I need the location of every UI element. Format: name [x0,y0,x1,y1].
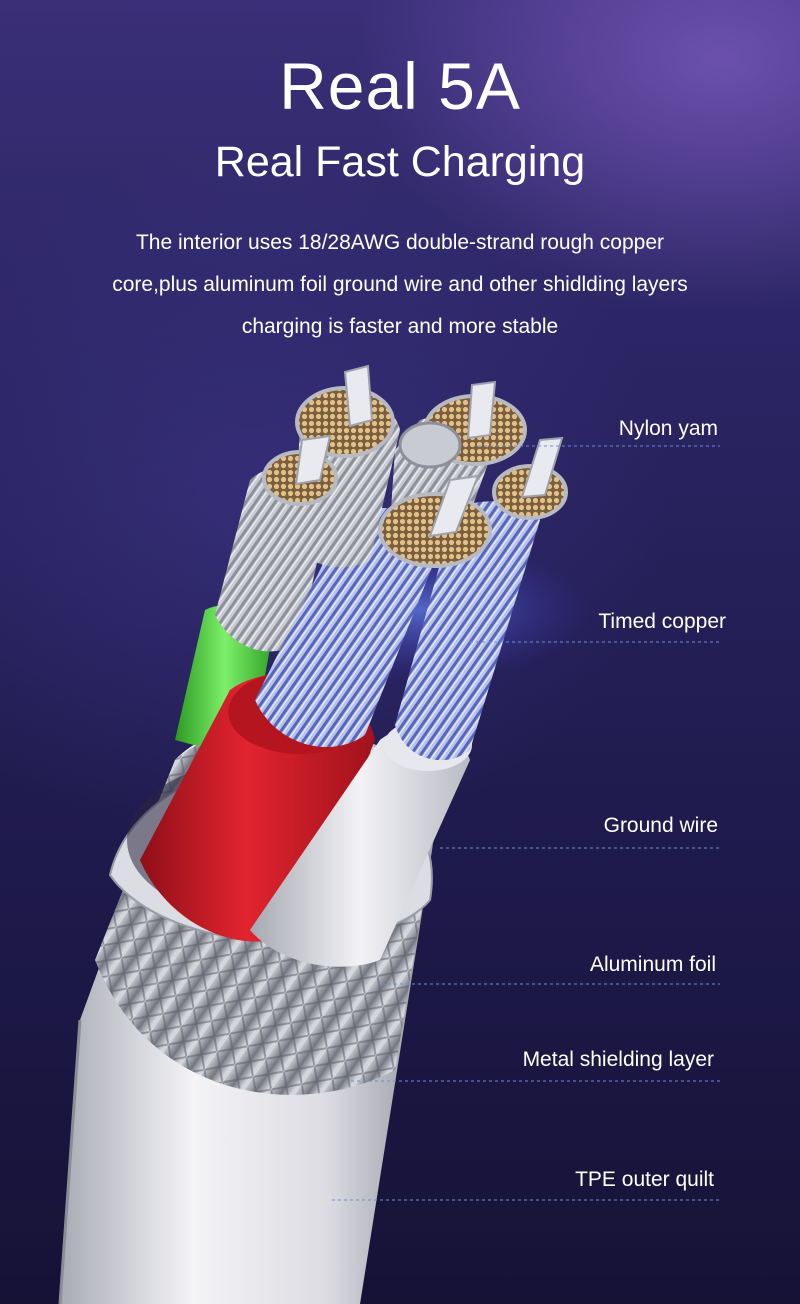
headline: Real 5A [279,49,521,123]
nylon-core-shape [343,364,374,428]
callout-aluminum-foil: Aluminum foil [589,953,716,976]
strand-bundle-shape [395,501,540,761]
nylon-core-shape [520,436,564,499]
nylon-core-shape [294,434,332,486]
callout-tpe-outer: TPE outer quilt [575,1168,714,1191]
description: The interior uses 18/28AWG double-strand… [40,222,760,348]
callout-nylon-yarn: Nylon yam [618,417,718,440]
description-line: charging is faster and more stable [241,315,559,338]
callout-leader-lines [332,445,720,1201]
nylon-core-shape [466,380,497,440]
callout-metal-shielding: Metal shielding layer [522,1048,714,1071]
callout-tinned-copper: Timed copper [598,610,726,633]
description-line: core,plus aluminum foil ground wire and … [112,273,688,296]
description-line: The interior uses 18/28AWG double-strand… [135,231,664,254]
callout-ground-wire: Ground wire [603,814,718,837]
subheadline: Real Fast Charging [214,138,586,186]
strand-bundle-shape [255,508,445,748]
white-wire-shape [250,727,470,967]
nylon-core-shape [428,474,480,538]
